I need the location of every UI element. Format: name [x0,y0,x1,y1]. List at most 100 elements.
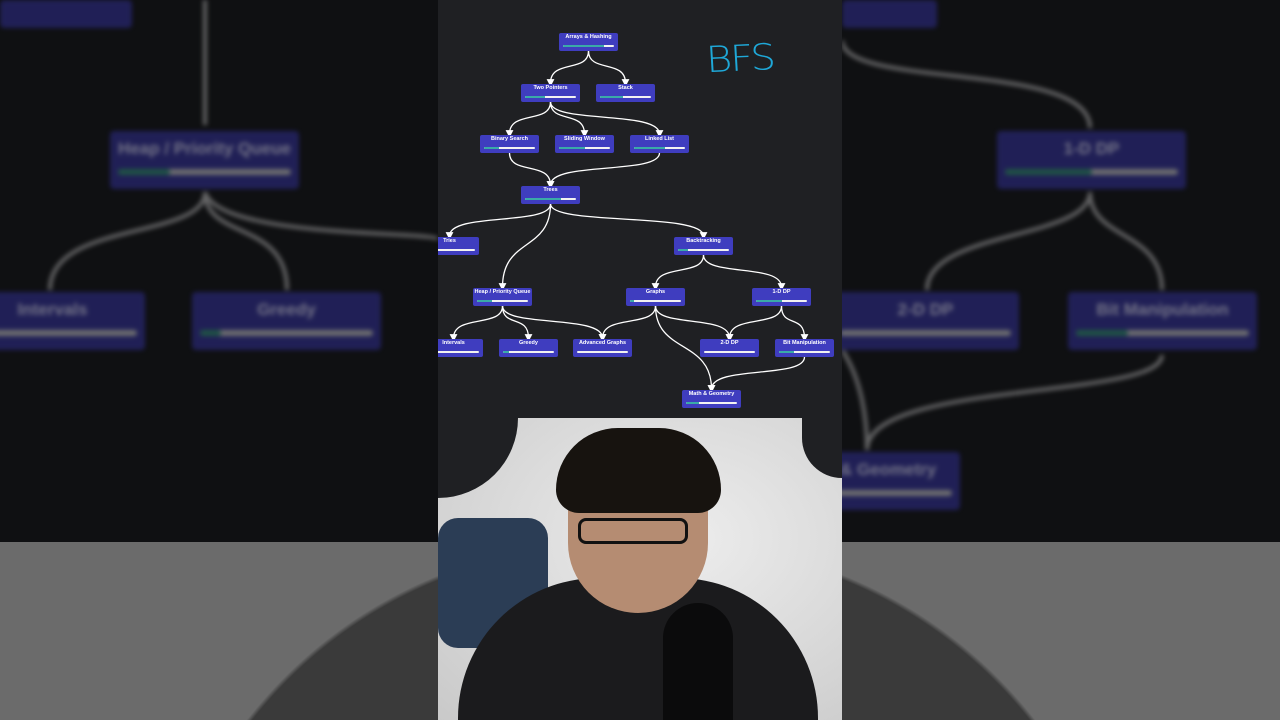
node-progress-bar [634,147,685,149]
node-label: Graphs [645,289,666,295]
edge-graphs-to-math [654,305,716,393]
node-progress-fill [630,300,635,302]
blurred-edges-right [842,39,1164,451]
roadmap-node-intervals[interactable]: Intervals [438,339,483,357]
node-progress-fill [634,147,665,149]
node-progress-fill [559,147,585,149]
node-progress-fill [779,351,795,353]
glasses [578,518,688,544]
node-progress-bar [630,300,681,302]
blurred-background-left: Heap / Priority Queue Intervals Greedy [0,0,438,720]
node-progress-bar [438,249,475,251]
blurred-node-2d-dp: 2-D DP [842,292,1019,350]
blurred-webcam-right [842,542,1280,720]
roadmap-node-bit[interactable]: Bit Manipulation [775,339,834,357]
node-progress-fill [678,249,689,251]
roadmap-node-backtracking[interactable]: Backtracking [674,237,733,255]
node-label: Two Pointers [533,85,568,91]
roadmap-node-binary-search[interactable]: Binary Search [480,135,539,153]
node-progress-fill [503,351,510,353]
node-label: Advanced Graphs [578,340,627,346]
edge-trees-to-backtracking [549,203,708,240]
edge-trees-to-tries [445,203,552,240]
node-progress-bar [577,351,628,353]
node-label: Intervals [17,300,88,319]
node-label: 1-D DP [772,289,791,295]
roadmap-node-trees[interactable]: Trees [521,186,580,204]
node-progress-fill [756,300,782,302]
roadmap-node-adv-graphs[interactable]: Advanced Graphs [573,339,632,357]
roadmap-node-linked-list[interactable]: Linked List [630,135,689,153]
edge-heap-to-intervals [449,305,504,342]
edge-heap-to-greedy [501,305,533,342]
node-label: Backtracking [686,238,721,244]
node-progress-bar [600,96,651,98]
roadmap-node-greedy[interactable]: Greedy [499,339,558,357]
blurred-node-math: Math & Geometry [842,452,960,510]
blurred-node-bit: Bit Manipulation [1068,292,1257,350]
roadmap-node-dp1[interactable]: 1-D DP [752,288,811,306]
node-label: Sliding Window [564,136,605,142]
node-label: Bit Manipulation [783,340,826,346]
blurred-background-right: 1-D DP 2-D DP Bit Manipulation Math & Ge… [842,0,1280,720]
edge-graphs-to-dp2 [654,305,734,342]
node-progress-bar [678,249,729,251]
roadmap-node-dp2[interactable]: 2-D DP [700,339,759,357]
edge-two_pointers-to-binary_search [505,101,552,138]
edge-backtracking-to-dp1 [702,254,786,291]
roadmap-node-math[interactable]: Math & Geometry [682,390,741,408]
node-label: Math & Geometry [688,391,735,397]
node-progress-fill [600,96,623,98]
node-progress-bar [477,300,528,302]
roadmap-node-heap[interactable]: Heap / Priority Queue [473,288,532,306]
handwritten-annotation: BFS [704,36,776,82]
node-label: Arrays & Hashing [565,34,612,40]
blurred-edges-left [48,0,438,291]
node-progress-bar [756,300,807,302]
microphone [663,603,733,720]
node-progress-bar [686,402,737,404]
roadmap-node-stack[interactable]: Stack [596,84,655,102]
roadmap-node-sliding-window[interactable]: Sliding Window [555,135,614,153]
roadmap-node-two-pointers[interactable]: Two Pointers [521,84,580,102]
node-label: Trees [543,187,558,193]
blurred-node-1d-dp: 1-D DP [997,131,1186,189]
edge-dp1-to-dp2 [725,305,783,342]
edge-heap-to-adv_graphs [501,305,607,342]
edge-dp1-to-bit [780,305,809,342]
node-progress-bar [503,351,554,353]
edge-two_pointers-to-linked_list [549,101,664,138]
node-progress-fill [525,96,546,98]
roadmap-node-tries[interactable]: Tries [438,237,479,255]
edge-bit-to-math [707,356,806,393]
node-label: 1-D DP [1063,139,1120,158]
edge-arrays-to-stack [587,50,630,87]
edge-two_pointers-to-sliding_window [549,101,589,138]
node-progress-bar [563,45,614,47]
node-label: Bit Manipulation [1096,300,1229,319]
node-progress-fill [477,300,493,302]
blurred-node-heap: Heap / Priority Queue [110,131,299,189]
edge-linked_list-to-trees [546,152,661,189]
node-label: Linked List [644,136,675,142]
edge-arrays-to-two_pointers [546,50,590,87]
edge-binary_search-to-trees [508,152,555,189]
node-label: Greedy [519,340,538,346]
node-progress-fill [525,198,561,200]
node-label: 2-D DP [897,300,954,319]
roadmap-node-graphs[interactable]: Graphs [626,288,685,306]
node-progress-bar [779,351,830,353]
node-progress-bar [525,198,576,200]
node-label: 2-D DP [720,340,739,346]
node-progress-bar [438,351,479,353]
node-label: Heap / Priority Queue [474,289,531,295]
node-label: Math & Geometry [842,460,937,479]
webcam-overlay [438,418,842,720]
node-progress-bar [704,351,755,353]
blurred-node-greedy: Greedy [192,292,381,350]
roadmap-node-arrays[interactable]: Arrays & Hashing [559,33,618,51]
node-progress-bar [484,147,535,149]
